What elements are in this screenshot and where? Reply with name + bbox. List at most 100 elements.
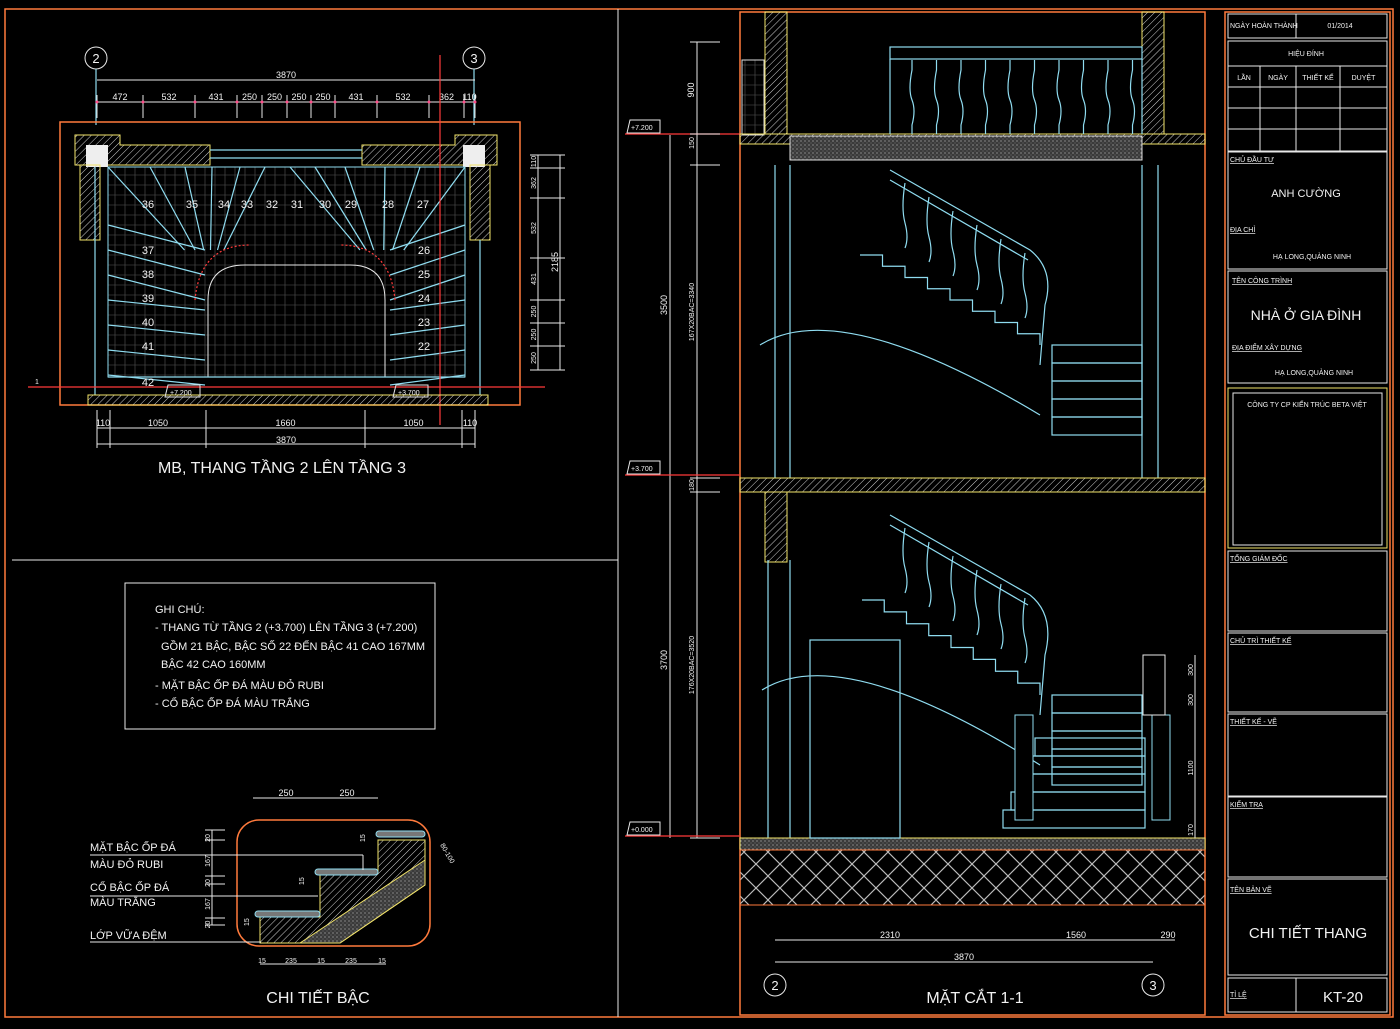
detail-title: CHI TIẾT BẬC [266, 988, 369, 1007]
svg-text:80-100: 80-100 [438, 843, 455, 865]
baluster [1022, 597, 1028, 664]
svg-text:+0.000: +0.000 [631, 827, 653, 834]
step-number: 32 [266, 199, 278, 211]
dim-text: 110 [463, 418, 477, 428]
baluster [1105, 60, 1111, 134]
stair-step [1051, 362, 1143, 382]
tread-stone [375, 830, 426, 838]
sheet-number: KT-20 [1323, 989, 1363, 1006]
svg-text:ĐỊA ĐIỂM XÂY DỰNG: ĐỊA ĐIỂM XÂY DỰNG [1232, 343, 1302, 352]
svg-text:HIỆU ĐÍNH: HIỆU ĐÍNH [1288, 49, 1324, 58]
step-number: 23 [418, 317, 430, 329]
svg-text:TÊN CÔNG TRÌNH: TÊN CÔNG TRÌNH [1232, 276, 1292, 285]
svg-text:+7.200: +7.200 [631, 125, 653, 132]
tread-stone [254, 910, 321, 918]
section-mark: 1 [35, 379, 39, 386]
svg-text:15: 15 [317, 958, 325, 965]
plan-title: MB, THANG TẦNG 2 LÊN TẦNG 3 [158, 458, 406, 477]
baluster [926, 196, 932, 263]
tread-line [107, 249, 206, 276]
svg-text:3: 3 [1149, 978, 1156, 993]
dim-tick-mark [193, 100, 197, 104]
baluster [1022, 252, 1028, 319]
callout-label: CỔ BẬC ỐP ĐÁ [90, 880, 170, 894]
dim-text: 532 [161, 92, 176, 102]
tread-line [216, 166, 241, 251]
stair-step [1018, 773, 1146, 793]
callout-label: MẶT BẬC ỐP ĐÁ [90, 840, 176, 854]
notes-heading: GHI CHÚ: [155, 603, 205, 616]
note-line: - THANG TỪ TẦNG 2 (+3.700) LÊN TẦNG 3 (+… [155, 621, 417, 634]
column [86, 145, 108, 167]
svg-text:300: 300 [1188, 694, 1195, 706]
tread-line [209, 166, 213, 251]
svg-text:15: 15 [244, 918, 251, 926]
notes-box: GHI CHÚ: - THANG TỪ TẦNG 2 (+3.700) LÊN … [124, 582, 436, 730]
dim-text: 250 [315, 92, 330, 102]
section-frame [739, 11, 1206, 1016]
svg-text:HẠ LONG,QUẢNG NINH: HẠ LONG,QUẢNG NINH [1275, 368, 1353, 377]
tread-stone [314, 868, 379, 876]
baluster [1007, 60, 1013, 134]
dim-text: 472 [112, 92, 127, 102]
stair-step [1051, 766, 1143, 786]
svg-text:1100: 1100 [1188, 760, 1195, 775]
dim-text: 362 [531, 177, 538, 189]
baluster [982, 60, 989, 134]
dim-text: 532 [395, 92, 410, 102]
dim-text: 1050 [403, 418, 423, 428]
svg-text:3870: 3870 [954, 952, 974, 962]
tread-line [107, 274, 206, 301]
stair-step [1026, 755, 1146, 775]
dim-tick-mark [141, 100, 145, 104]
step-number: 29 [345, 199, 357, 211]
under-stair-door [809, 639, 901, 839]
step-number: 28 [382, 199, 394, 211]
step-number: 30 [319, 199, 331, 211]
svg-text:290: 290 [1160, 930, 1175, 940]
level-marker: +7.200 [625, 119, 740, 135]
section-title: MẶT CẮT 1-1 [926, 988, 1023, 1007]
dim-text: 3870 [276, 435, 296, 445]
tread-line [389, 224, 466, 251]
callout-label: LỚP VỮA ĐỆM [90, 929, 167, 942]
note-line: - MẶT BẬC ỐP ĐÁ MÀU ĐỎ RUBI [155, 678, 324, 692]
note-line: GỒM 21 BẬC, BẬC SỐ 22 ĐẾN BẬC 41 CAO 167… [161, 639, 425, 653]
dim-text: 250 [531, 329, 538, 341]
dim-tick-mark [333, 100, 337, 104]
column [463, 145, 485, 167]
svg-text:2: 2 [771, 978, 778, 993]
dim-tick-mark [462, 100, 466, 104]
ground-fill [739, 849, 1206, 906]
newel-post [1151, 714, 1171, 821]
dim-tick-mark [309, 100, 313, 104]
svg-text:TỈ LỆ: TỈ LỆ [1230, 990, 1247, 999]
tread-line [289, 166, 361, 251]
svg-text:15: 15 [258, 958, 266, 965]
baluster [998, 238, 1004, 305]
note-line: BẬC 42 CAO 160MM [161, 658, 266, 671]
step-number: 41 [142, 341, 154, 353]
dim-text: 250 [531, 306, 538, 318]
svg-text:1560: 1560 [1066, 930, 1086, 940]
baluster [998, 583, 1004, 650]
svg-text:NGÀY HOÀN THÀNH: NGÀY HOÀN THÀNH [1230, 21, 1298, 30]
step-number: 27 [417, 199, 429, 211]
svg-text:HẠ LONG,QUẢNG NINH: HẠ LONG,QUẢNG NINH [1273, 252, 1351, 261]
dim-text: 110 [531, 156, 538, 167]
step-number: 37 [142, 245, 154, 257]
svg-text:KIỂM TRA: KIỂM TRA [1230, 800, 1263, 809]
svg-text:TÊN BẢN VẼ: TÊN BẢN VẼ [1230, 885, 1272, 894]
tread-line [389, 274, 466, 301]
newel-post [1014, 714, 1034, 821]
svg-text:300: 300 [1188, 664, 1195, 676]
stair-flight [862, 599, 1041, 695]
svg-text:01/2014: 01/2014 [1327, 23, 1352, 30]
svg-text:3500: 3500 [659, 295, 669, 315]
dim-text: 1050 [148, 418, 168, 428]
svg-text:235: 235 [345, 958, 357, 965]
svg-text:TỔNG GIÁM ĐỐC: TỔNG GIÁM ĐỐC [1230, 553, 1288, 563]
baluster [1080, 60, 1087, 134]
